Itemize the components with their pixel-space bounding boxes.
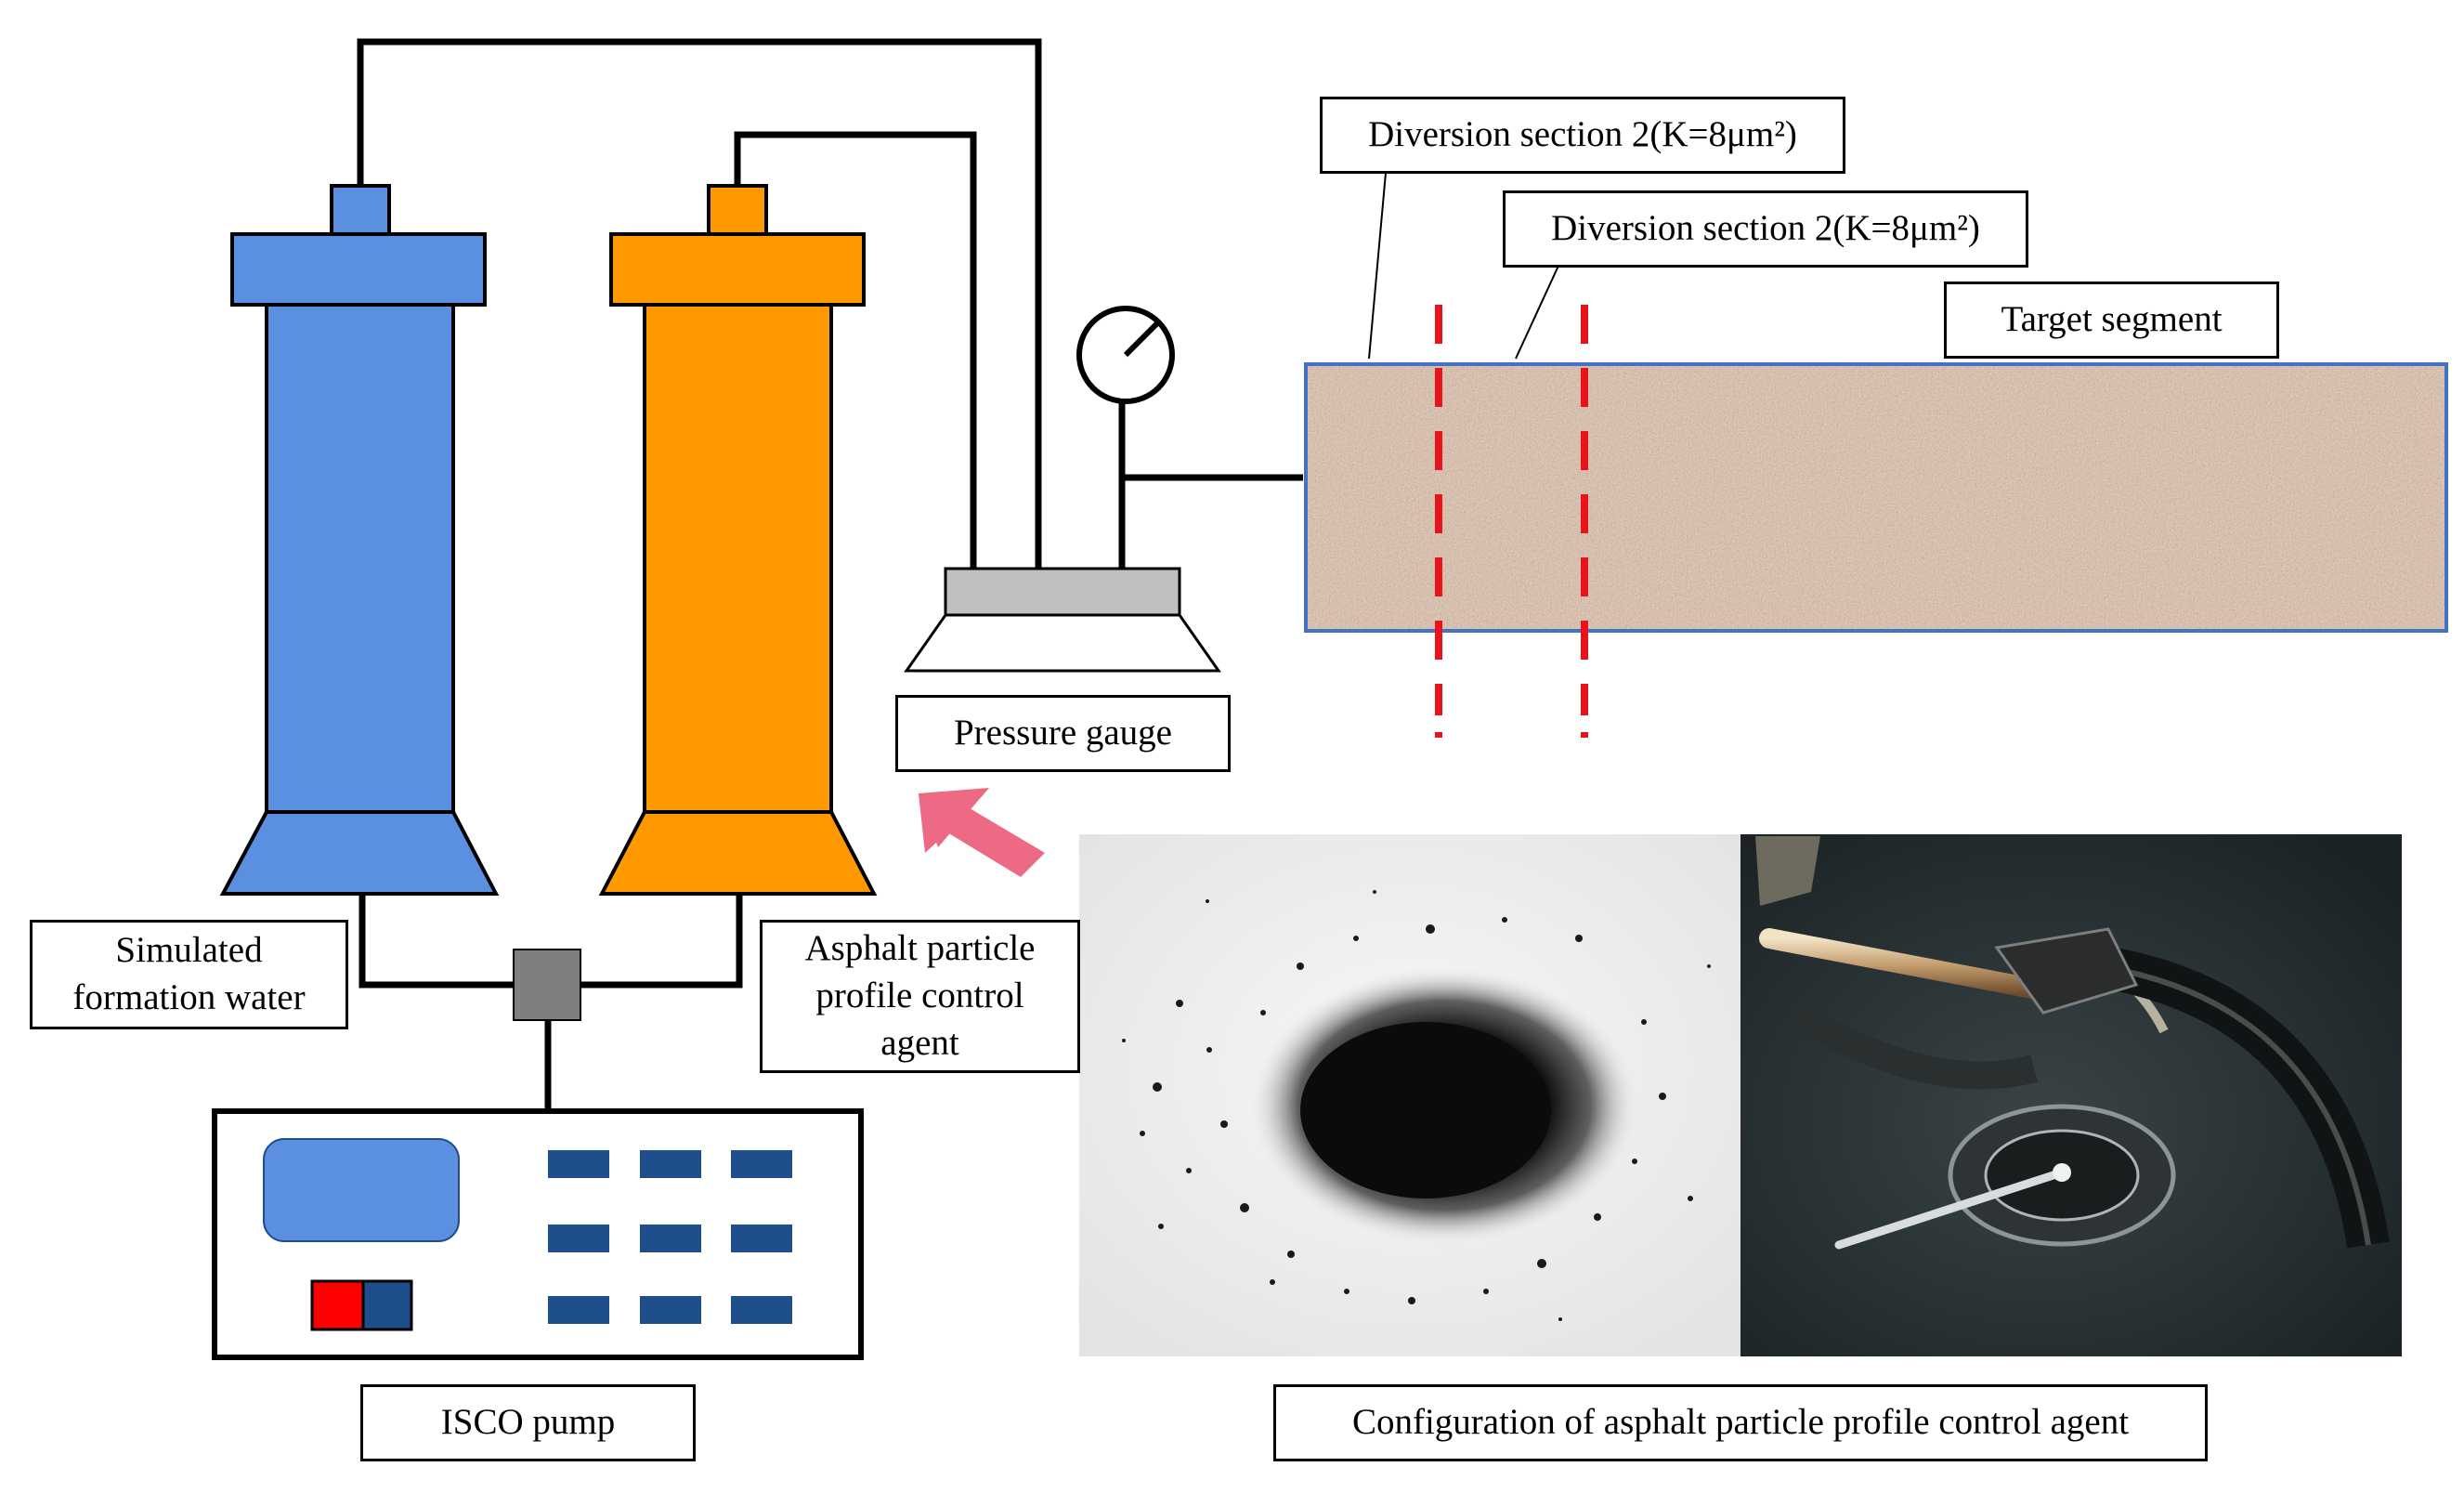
gauge-base [904, 613, 1221, 673]
configuration-caption: Configuration of asphalt particle profil… [1273, 1384, 2208, 1461]
pump-blue-indicator [361, 1279, 413, 1331]
diversion-section-label-2-text: Diversion section 2(K=8μm²) [1551, 208, 1980, 249]
isco-pump-label: ISCO pump [360, 1384, 696, 1461]
diversion2-leader [1515, 265, 1559, 360]
sand-core-texture [1306, 364, 2446, 631]
asphalt-agent-label-line1: Asphalt particle [804, 928, 1036, 969]
orange-container-outlet-pipe [734, 131, 977, 569]
orange-container [598, 184, 878, 896]
junction-block [513, 949, 581, 1021]
pump-red-indicator [310, 1279, 365, 1331]
simulated-water-label-line2: formation water [72, 977, 306, 1017]
sand-core-outline [1304, 362, 2448, 633]
gauge-needle [1123, 320, 1161, 358]
apparatus-photo [1740, 834, 2402, 1356]
simulated-water-label-line1: Simulated [115, 930, 263, 971]
pump-keypad [548, 1150, 792, 1324]
orange-container-cap [707, 184, 768, 236]
pump-key [731, 1150, 792, 1178]
blue-container-outlet-pipe [357, 38, 1042, 569]
blue-container-cap [330, 184, 391, 236]
pump-key [548, 1150, 609, 1178]
pointer-arrow [919, 788, 1045, 877]
blue-container [219, 184, 500, 896]
orange-container-lid [609, 232, 866, 307]
pressure-gauge-label: Pressure gauge [895, 695, 1231, 772]
asphalt-agent-label-line2: profile control [815, 976, 1024, 1016]
configuration-caption-text: Configuration of asphalt particle profil… [1351, 1402, 2130, 1443]
diversion-section-label-2: Diversion section 2(K=8μm²) [1503, 190, 2028, 268]
isco-pump [212, 1108, 864, 1360]
orange-container-inlet-pipe [580, 892, 743, 989]
divider-1-tail [1435, 732, 1442, 738]
blue-container-lid [230, 232, 487, 307]
pipe-lines [357, 38, 1303, 1111]
divider-2-tail [1581, 732, 1588, 738]
diversion-section-label-1: Diversion section 2(K=8μm²) [1320, 97, 1845, 174]
target-segment-label-text: Target segment [2001, 299, 2223, 340]
diversion-section-label-1-text: Diversion section 2(K=8μm²) [1368, 114, 1797, 155]
pump-key [640, 1296, 701, 1324]
pump-key [640, 1150, 701, 1178]
pump-key [640, 1225, 701, 1252]
sand-core [1304, 305, 2448, 738]
pump-display [263, 1138, 460, 1242]
asphalt-agent-label-line3: agent [880, 1022, 959, 1063]
pressure-gauge [904, 306, 1221, 673]
orange-container-body [643, 303, 833, 814]
blue-container-inlet-pipe [359, 892, 514, 989]
gauge-block [944, 567, 1181, 617]
pump-key [731, 1296, 792, 1324]
asphalt-agent-label: Asphalt particle profile control agent [760, 920, 1080, 1073]
pump-key [731, 1225, 792, 1252]
asphalt-powder-photo [1079, 834, 1740, 1356]
simulated-water-label: Simulated formation water [30, 920, 348, 1029]
orange-container-base [598, 810, 878, 896]
blue-container-base [219, 810, 500, 896]
pump-key [548, 1296, 609, 1324]
pump-key [548, 1225, 609, 1252]
diversion1-leader [1368, 172, 1387, 360]
blue-container-body [265, 303, 455, 814]
pressure-gauge-label-text: Pressure gauge [953, 713, 1172, 753]
isco-pump-label-text: ISCO pump [440, 1402, 616, 1443]
target-segment-label: Target segment [1944, 282, 2279, 359]
